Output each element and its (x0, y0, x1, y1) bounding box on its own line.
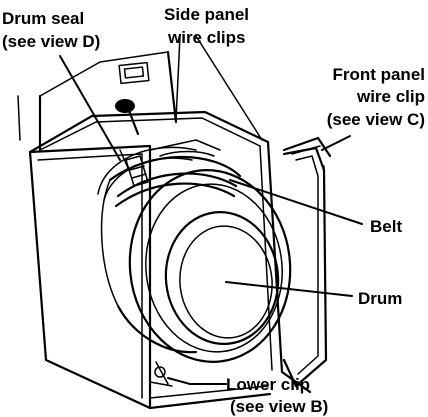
leader-lines (59, 55, 363, 385)
front-panel-leader (321, 135, 351, 151)
label-side-panel-line2: wire clips (167, 28, 245, 47)
label-front-panel-line2: wire clip (356, 87, 425, 106)
dryer-cabinet (17, 35, 332, 410)
label-drum-seal-line2: (see view D) (2, 32, 100, 51)
label-side-panel-line1: Side panel (164, 5, 249, 24)
drum-leader (225, 281, 353, 297)
label-belt: Belt (370, 217, 402, 236)
label-drum: Drum (358, 289, 402, 308)
drum-assembly (97, 139, 292, 363)
label-lower-clip-line2: (see view B) (230, 397, 328, 416)
belt-leader (229, 179, 363, 225)
drum-seal-leader (59, 55, 121, 161)
label-front-panel-line3: (see view C) (327, 110, 425, 129)
label-front-panel-line1: Front panel (332, 65, 425, 84)
label-lower-clip-line1: Lower clip (226, 375, 310, 394)
label-drum-seal-line1: Drum seal (2, 9, 84, 28)
lower-clip-leader (167, 377, 227, 385)
